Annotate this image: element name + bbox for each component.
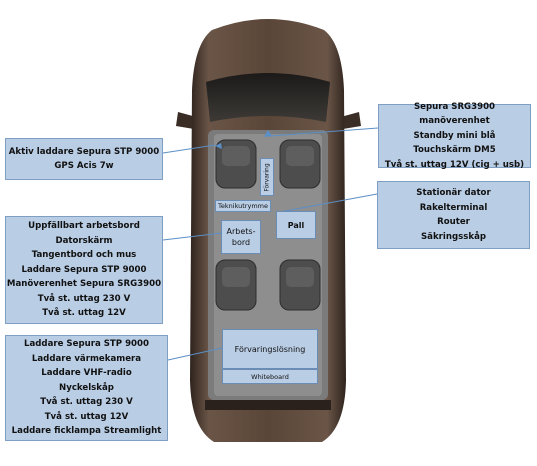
callout-line: Två st. uttag 12V: [42, 308, 126, 319]
callout-line: Manöverenhet Sepura SRG3900: [6, 279, 162, 290]
forvaring-zone: Förvaring: [260, 158, 274, 196]
callout-line: Laddare Sepura STP 9000: [21, 264, 147, 275]
callout-line: GPS Acis 7w: [54, 161, 114, 171]
callout-line: Nyckelskåp: [59, 382, 114, 393]
callout-driver: Aktiv laddare Sepura STP 9000 GPS Acis 7…: [5, 138, 163, 180]
callout-line: Laddare värmekamera: [31, 353, 142, 364]
callout-pallet: Stationär dator Rakelterminal Router Säk…: [377, 181, 530, 249]
callout-line: Stationär dator: [416, 188, 491, 198]
windshield: [206, 73, 330, 122]
callout-line: Laddare Sepura STP 9000: [23, 339, 149, 350]
leader-line-pallet: [279, 193, 378, 213]
leader-line-driver: [162, 144, 216, 154]
callout-line: Laddare VHF-radio: [41, 368, 132, 379]
callout-line: Två st. uttag 12V: [44, 411, 129, 422]
callout-line: Två st. uttag 12V (cig + usb): [384, 159, 525, 170]
callout-line: Laddare ficklampa Streamlight: [11, 426, 162, 437]
callout-line: Datorskärm: [55, 235, 113, 246]
leader-line-rear: [167, 347, 223, 361]
leader-line-front-right: [269, 127, 379, 137]
callout-line: Aktiv laddare Sepura STP 9000: [8, 146, 160, 157]
whiteboard-zone: Whiteboard: [222, 369, 318, 384]
callout-line: Rakelterminal: [419, 202, 488, 213]
callout-line: Två st. uttag 230 V: [40, 397, 133, 408]
callout-line: Uppfällbart arbetsbord: [28, 221, 140, 232]
pall-zone: Pall: [276, 211, 316, 239]
teknikutrymme-zone: Teknikutrymme: [215, 200, 271, 212]
callout-rear: Laddare Sepura STP 9000 Laddare värmekam…: [5, 335, 168, 441]
callout-front-right: Sepura SRG3900 manöverenhet Standby mini…: [378, 102, 531, 170]
callout-line: Säkringsskåp: [420, 231, 487, 242]
arbetsbord-zone: Arbets- bord: [221, 220, 261, 254]
callout-line: Tangentbord och mus: [31, 250, 137, 261]
forvaringslosning-zone: Förvaringslösning: [222, 329, 318, 369]
leader-line-work-desk: [162, 232, 223, 241]
callout-line: Sepura SRG3900 manöverenhet: [413, 101, 496, 127]
callout-line: Två st. uttag 230 V: [37, 293, 131, 304]
callout-line: Standby mini blå: [413, 130, 496, 141]
callout-work-desk: Uppfällbart arbetsbord Datorskärm Tangen…: [5, 216, 163, 324]
callout-line: Touchskärm DM5: [413, 145, 496, 156]
callout-line: Router: [437, 217, 470, 227]
